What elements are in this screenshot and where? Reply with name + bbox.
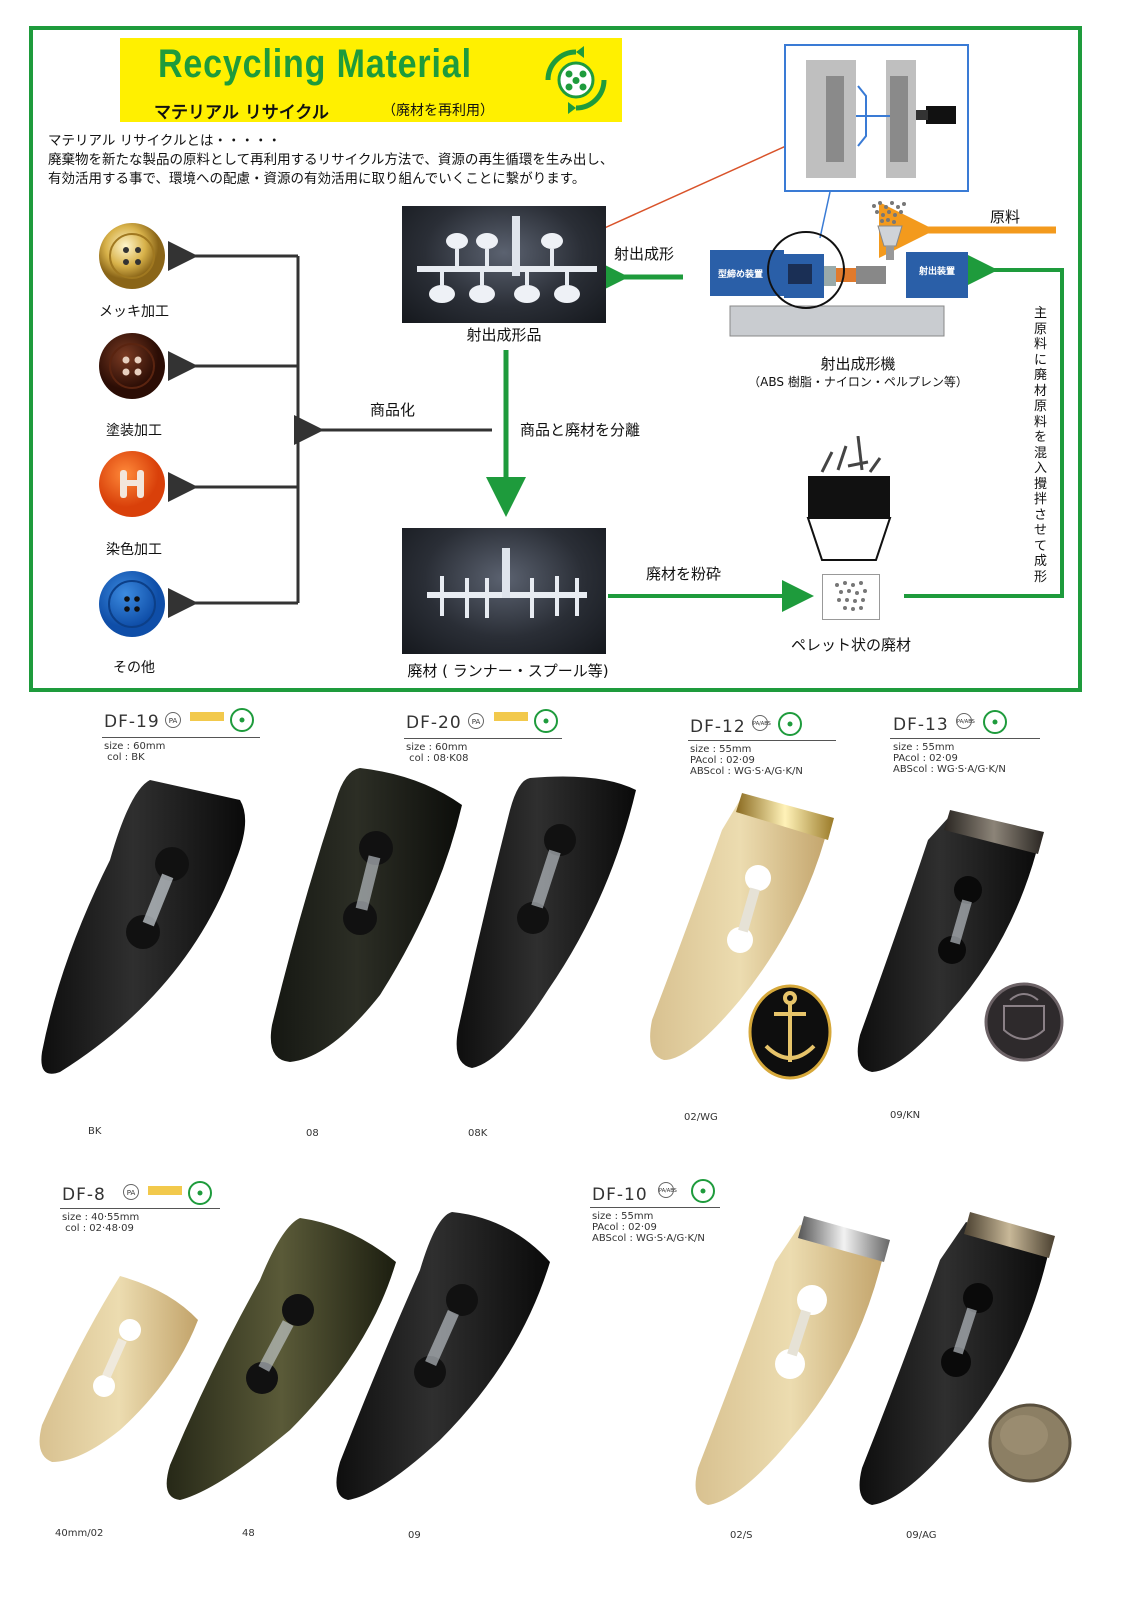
- recycle-icon: [545, 46, 607, 114]
- recycling-frame: [29, 26, 1082, 692]
- finish-plating-label: メッキ加工: [99, 304, 169, 320]
- dyed-button-icon: [99, 451, 165, 517]
- toggle-df12-02wg: [650, 793, 834, 1060]
- product-spec-df19: size : 60mm col : BK: [104, 741, 166, 763]
- product-spec-df10: size : 55mm PAcol : 02·09 ABScol : WG·S·…: [592, 1211, 705, 1244]
- product-code-df20: DF-20: [406, 713, 462, 733]
- toggle-df8-48: [166, 1218, 396, 1500]
- banner-title: Recycling Material: [158, 42, 472, 86]
- bronze-button-icon: [988, 1403, 1072, 1483]
- color-code: 48: [242, 1528, 255, 1539]
- product-code-df13: DF-13: [893, 715, 949, 735]
- divider: [890, 738, 1040, 739]
- divider: [60, 1208, 220, 1209]
- product-spec-df20: size : 60mm col : 08·K08: [406, 742, 469, 764]
- divider: [102, 737, 260, 738]
- toggle-df8-09: [336, 1212, 550, 1500]
- color-code: 08: [306, 1128, 319, 1139]
- painted-button-icon: [99, 333, 165, 399]
- toggle-buttons: [39, 768, 1072, 1505]
- pellet-box: [822, 574, 880, 620]
- machine-label: 射出成形機: [820, 355, 896, 373]
- vertical-note: 主原料に廃材原料を混入攪拌させて成形: [1034, 306, 1048, 585]
- mold-detail: [784, 44, 969, 192]
- molded-product-photo: [402, 206, 606, 323]
- inject-unit-label: 射出装置: [919, 267, 956, 277]
- material-badge-df19: PA: [165, 712, 181, 728]
- waste-photo: [402, 528, 606, 654]
- product-code-df10: DF-10: [592, 1185, 648, 1205]
- toggle-df20-08: [270, 768, 462, 1062]
- banner-subtitle: マテリアル リサイクル: [154, 103, 329, 123]
- toggle-df13-09kn: [857, 810, 1044, 1072]
- divider: [688, 740, 836, 741]
- material-badge-df20: PA: [468, 713, 484, 729]
- divider: [404, 738, 562, 739]
- product-spec-df13: size : 55mm PAcol : 02·09 ABScol : WG·S·…: [893, 742, 1006, 775]
- color-code: 09/AG: [906, 1530, 937, 1541]
- finish-dyeing-label: 染色加工: [106, 542, 162, 558]
- pellet-label: ペレット状の廃材: [790, 636, 912, 654]
- other-button-icon: [99, 571, 165, 637]
- crusher-icon: [806, 436, 892, 561]
- product-code-df12: DF-12: [690, 717, 746, 737]
- finish-other-label: その他: [113, 660, 155, 676]
- plating-button-icon: [99, 223, 165, 289]
- toggle-df20-08k: [456, 776, 636, 1068]
- color-code: 09: [408, 1530, 421, 1541]
- intro-text: マテリアル リサイクルとは・・・・・ 廃棄物を新たな製品の原料として再利用するリ…: [48, 133, 614, 187]
- product-code-df8: DF-8: [62, 1185, 106, 1205]
- raw-material-label: 原料: [990, 208, 1021, 226]
- product-spec-df12: size : 55mm PAcol : 02·09 ABScol : WG·S·…: [690, 744, 803, 777]
- pellets-icon: [872, 201, 906, 224]
- injection-label: 射出成形: [614, 245, 675, 263]
- recycle-marks: [148, 708, 1007, 1205]
- product-code-df19: DF-19: [104, 712, 160, 732]
- color-code: 02/S: [730, 1530, 753, 1541]
- material-badge-df8: PA: [123, 1184, 139, 1200]
- divider: [590, 1207, 720, 1208]
- crest-button-icon: [984, 982, 1064, 1062]
- waste-label: 廃材 ( ランナー・スプール等): [407, 662, 609, 680]
- commercialize-label: 商品化: [370, 401, 416, 419]
- recycling-banner: Recycling Material マテリアル リサイクル （廃材を再利用）: [120, 38, 622, 123]
- material-badge-df10: PA/ABS: [658, 1182, 677, 1198]
- finish-painting-label: 塗装加工: [106, 423, 162, 439]
- toggle-df10-02s: [695, 1216, 890, 1505]
- clamp-unit-label: 型締め装置: [718, 270, 764, 280]
- color-code: 40mm/02: [55, 1528, 104, 1539]
- color-code: 09/KN: [890, 1110, 921, 1121]
- color-code: 08K: [468, 1128, 488, 1139]
- flow-arrows: [168, 117, 1064, 618]
- toggle-df19-bk: [41, 780, 246, 1074]
- anchor-button-icon: [748, 984, 832, 1080]
- material-badge-df13: PA/ABS: [956, 713, 975, 729]
- product-spec-df8: size : 40·55mm col : 02·48·09: [62, 1212, 140, 1234]
- finish-buttons: [99, 223, 165, 637]
- material-badge-df12: PA/ABS: [752, 715, 771, 731]
- separate-label: 商品と廃材を分離: [520, 421, 641, 439]
- molded-product-label: 射出成形品: [466, 326, 542, 344]
- toggle-df8-02: [39, 1276, 199, 1462]
- crush-label: 廃材を粉砕: [646, 565, 722, 583]
- color-code: BK: [88, 1126, 102, 1137]
- banner-note: （廃材を再利用）: [382, 103, 494, 119]
- injection-machine: [710, 225, 968, 337]
- toggle-df10-09ag: [859, 1212, 1055, 1505]
- color-code: 02/WG: [684, 1112, 718, 1123]
- machine-note: （ABS 樹脂・ナイロン・ペルプレン等）: [748, 375, 968, 389]
